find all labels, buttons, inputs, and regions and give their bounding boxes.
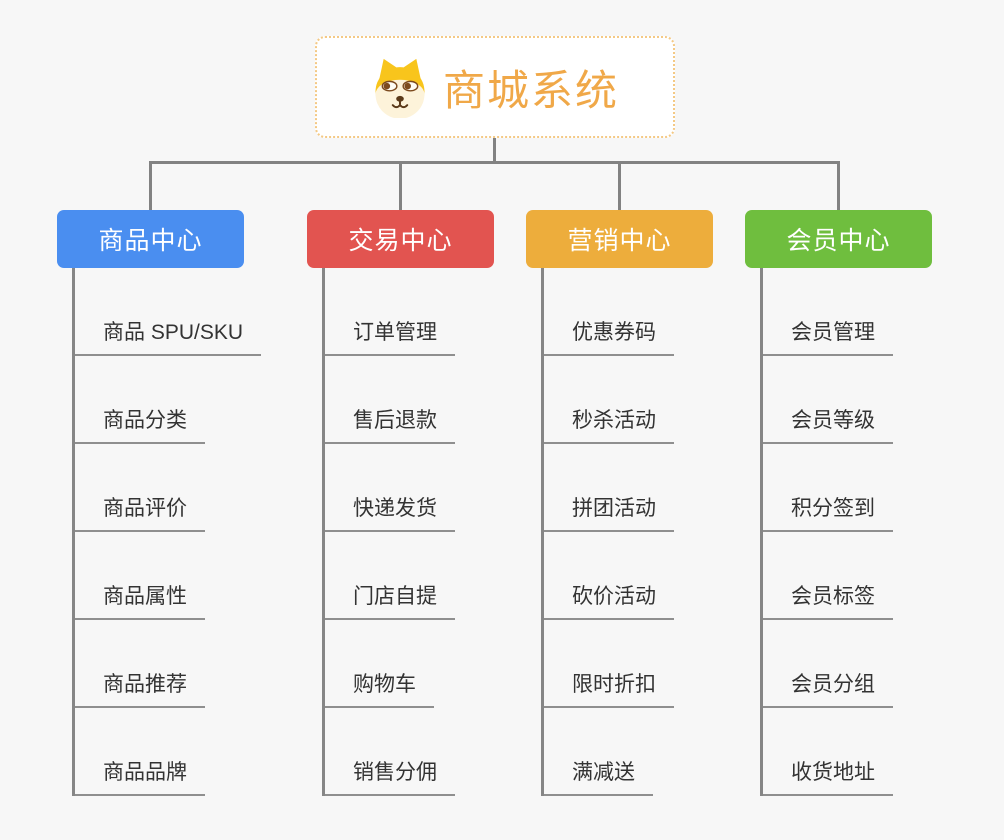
- child-node-product-brand[interactable]: 商品品牌: [75, 708, 205, 796]
- child-node-bargain-activity[interactable]: 砍价活动: [544, 532, 674, 620]
- branch-node-member-center[interactable]: 会员中心: [745, 210, 932, 268]
- child-node-order-management[interactable]: 订单管理: [325, 268, 455, 356]
- child-node-sales-commission[interactable]: 销售分佣: [325, 708, 455, 796]
- child-node-express-shipping[interactable]: 快递发货: [325, 444, 455, 532]
- branch-node-trade-center[interactable]: 交易中心: [307, 210, 494, 268]
- child-node-shipping-address[interactable]: 收货地址: [763, 708, 893, 796]
- branch-node-marketing-center[interactable]: 营销中心: [526, 210, 713, 268]
- connector-root-stem: [493, 138, 496, 164]
- child-node-limited-discount[interactable]: 限时折扣: [544, 620, 674, 708]
- child-node-group-buying[interactable]: 拼团活动: [544, 444, 674, 532]
- child-node-product-spu-sku[interactable]: 商品 SPU/SKU: [75, 268, 262, 356]
- child-node-shopping-cart[interactable]: 购物车: [325, 620, 434, 708]
- child-node-coupon-codes[interactable]: 优惠券码: [544, 268, 674, 356]
- child-node-member-tags[interactable]: 会员标签: [763, 532, 893, 620]
- branch-children-marketing: 优惠券码 秒杀活动 拼团活动 砍价活动 限时折扣 满减送: [541, 268, 674, 796]
- branch-marketing-center: 营销中心 优惠券码 秒杀活动 拼团活动 砍价活动 限时折扣 满减送: [526, 210, 713, 796]
- child-node-product-category[interactable]: 商品分类: [75, 356, 205, 444]
- child-node-store-pickup[interactable]: 门店自提: [325, 532, 455, 620]
- branch-children-product: 商品 SPU/SKU 商品分类 商品评价 商品属性 商品推荐 商品品牌: [72, 268, 262, 796]
- root-node-mall-system[interactable]: 商城系统: [315, 36, 675, 138]
- connector-drop-trade: [399, 161, 402, 211]
- branch-member-center: 会员中心 会员管理 会员等级 积分签到 会员标签 会员分组 收货地址: [745, 210, 932, 796]
- connector-horizontal-bar: [149, 161, 840, 164]
- branch-children-trade: 订单管理 售后退款 快递发货 门店自提 购物车 销售分佣: [322, 268, 455, 796]
- connector-drop-marketing: [618, 161, 621, 211]
- child-node-after-sale-refund[interactable]: 售后退款: [325, 356, 455, 444]
- dog-face-icon: [375, 58, 425, 118]
- root-node-title: 商城系统: [442, 66, 619, 114]
- branch-trade-center: 交易中心 订单管理 售后退款 快递发货 门店自提 购物车 销售分佣: [307, 210, 494, 796]
- child-node-member-level[interactable]: 会员等级: [763, 356, 893, 444]
- child-node-product-recommend[interactable]: 商品推荐: [75, 620, 205, 708]
- child-node-spend-save[interactable]: 满减送: [544, 708, 653, 796]
- branch-node-product-center[interactable]: 商品中心: [57, 210, 244, 268]
- child-node-member-management[interactable]: 会员管理: [763, 268, 893, 356]
- connector-drop-products: [149, 161, 152, 211]
- child-node-product-review[interactable]: 商品评价: [75, 444, 205, 532]
- child-node-points-checkin[interactable]: 积分签到: [763, 444, 893, 532]
- child-node-member-groups[interactable]: 会员分组: [763, 620, 893, 708]
- child-node-flash-sale[interactable]: 秒杀活动: [544, 356, 674, 444]
- connector-drop-members: [837, 161, 840, 211]
- branch-children-member: 会员管理 会员等级 积分签到 会员标签 会员分组 收货地址: [760, 268, 893, 796]
- branch-product-center: 商品中心 商品 SPU/SKU 商品分类 商品评价 商品属性 商品推荐 商品品牌: [57, 210, 262, 796]
- child-node-product-attribute[interactable]: 商品属性: [75, 532, 205, 620]
